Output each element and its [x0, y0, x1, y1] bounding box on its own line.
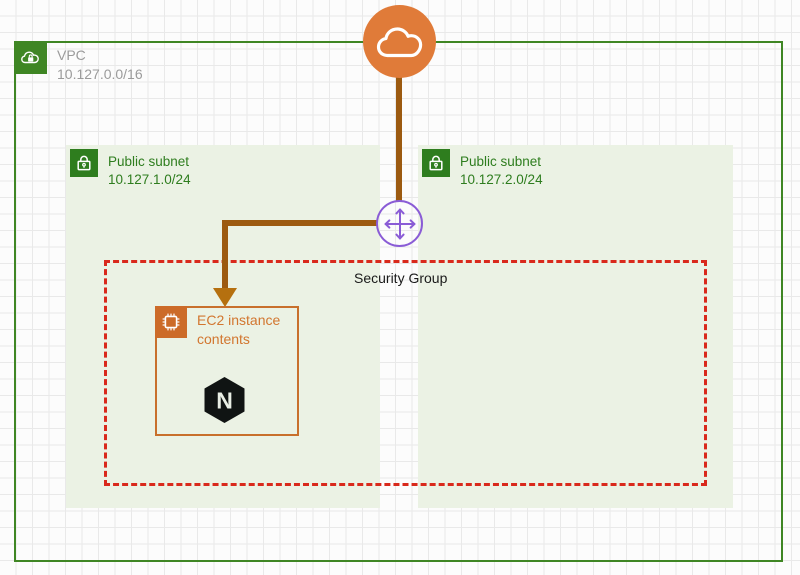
ec2-instance-box	[155, 306, 299, 436]
padlock-icon	[70, 149, 98, 177]
security-group-label: Security Group	[354, 270, 448, 286]
connector-router-to-ec2-horizontal	[222, 220, 378, 226]
subnet-label-public-2: Public subnet 10.127.2.0/24	[460, 154, 543, 187]
ec2-instance-label: EC2 instance contents	[197, 312, 281, 347]
vpc-label: VPC 10.127.0.0/16	[57, 47, 143, 82]
vpc-cloud-lock-icon	[14, 41, 47, 74]
svg-text:N: N	[216, 388, 233, 414]
security-group-boundary	[104, 260, 707, 486]
connector-gateway-to-router	[396, 76, 402, 202]
subnet-panel-public-1	[66, 145, 380, 508]
connector-arrowhead-icon	[213, 288, 237, 307]
subnet-label-public-1: Public subnet 10.127.1.0/24	[108, 154, 191, 187]
connector-router-to-ec2-vertical	[222, 220, 228, 293]
nginx-hexagon-logo: N	[203, 376, 246, 424]
subnet-panel-public-2	[418, 145, 733, 508]
internet-gateway-cloud-icon	[363, 5, 436, 78]
cpu-chip-icon	[155, 306, 187, 338]
padlock-icon	[422, 149, 450, 177]
router-four-way-arrow-icon	[376, 200, 423, 247]
